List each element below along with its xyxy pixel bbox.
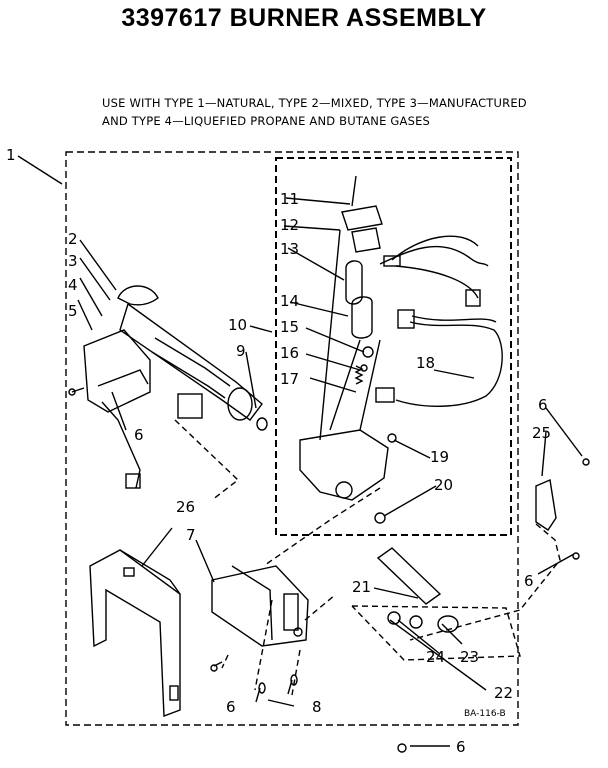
callout-19: 19 — [430, 448, 449, 466]
callout-1: 1 — [6, 146, 16, 164]
usage-note-line-2: AND TYPE 4—LIQUEFIED PROPANE AND BUTANE … — [102, 114, 431, 128]
callout-13: 13 — [280, 240, 299, 258]
callout-11: 11 — [280, 190, 299, 208]
callout-26: 26 — [176, 498, 195, 516]
callout-15: 15 — [280, 318, 299, 336]
callout-10: 10 — [228, 316, 247, 334]
mounting-clip — [535, 479, 557, 531]
callout-4: 4 — [68, 276, 78, 294]
ignitor-subassembly-boundary — [275, 157, 512, 536]
ignitor-block — [341, 205, 383, 231]
burner-bracket — [83, 329, 151, 413]
callout-3: 3 — [68, 252, 78, 270]
mounting-bracket — [89, 549, 181, 717]
callout-21: 21 — [352, 578, 371, 596]
callout-9: 9 — [236, 342, 246, 360]
callout-8: 8 — [312, 698, 322, 716]
callout-23: 23 — [460, 648, 479, 666]
callout-5: 5 — [68, 302, 78, 320]
callout-6-clip: 6 — [538, 396, 548, 414]
callout-labels: 1 2 3 4 5 6 7 8 9 10 11 12 13 14 15 16 1… — [6, 146, 551, 756]
valve-bracket — [211, 565, 309, 647]
callout-14: 14 — [280, 292, 299, 310]
page-title: 3397617 BURNER ASSEMBLY — [121, 4, 487, 32]
callout-22: 22 — [494, 684, 513, 702]
nozzle-group-boundary — [351, 605, 521, 661]
callout-6-bracket: 6 — [226, 698, 236, 716]
callout-18: 18 — [416, 354, 435, 372]
callout-6-lower-right: 6 — [524, 572, 534, 590]
callout-6-burner: 6 — [134, 426, 144, 444]
callout-16: 16 — [280, 344, 299, 362]
callout-17: 17 — [280, 370, 299, 388]
assembly-boundary — [65, 151, 519, 726]
callout-24: 24 — [426, 648, 445, 666]
gas-valve-body — [299, 429, 389, 501]
wire-harness — [379, 245, 489, 267]
callout-12: 12 — [280, 216, 299, 234]
burner-tube — [119, 302, 263, 421]
callout-6-bottom: 6 — [456, 738, 466, 756]
callout-2: 2 — [68, 230, 78, 248]
callout-7: 7 — [186, 526, 196, 544]
callout-25: 25 — [532, 424, 551, 442]
drawing-reference: BA-116-B — [464, 709, 506, 719]
callout-20: 20 — [434, 476, 453, 494]
usage-note-line-1: USE WITH TYPE 1—NATURAL, TYPE 2—MIXED, T… — [102, 96, 527, 110]
burner-shutter — [117, 285, 159, 306]
